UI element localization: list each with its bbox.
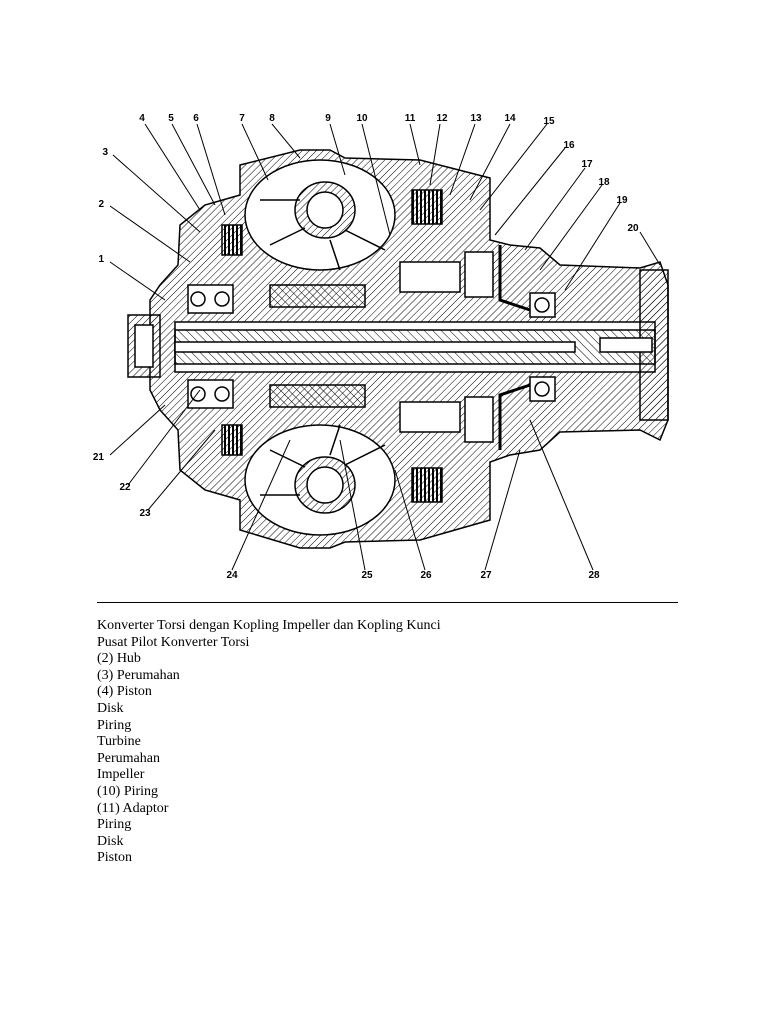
callout-1: 1 [98,254,104,265]
caption-line: Piston [97,850,133,866]
caption-line: (3) Perumahan [97,667,180,683]
callout-5: 5 [168,113,174,124]
caption-line: Perumahan [97,750,160,766]
caption-line: Disk [97,700,124,716]
callout-leader-lines [109,123,661,571]
callout-12: 12 [436,113,448,124]
housing-drawing [127,149,669,549]
callout-13: 13 [470,113,482,124]
caption-title: Konverter Torsi dengan Kopling Impeller … [97,618,441,633]
callout-numbers: 1 2 3 4 5 6 7 8 9 10 11 12 13 14 15 16 1… [93,113,639,581]
callout-27: 27 [480,570,492,581]
callout-28: 28 [588,570,600,581]
callout-19: 19 [616,195,628,206]
callout-25: 25 [361,570,373,581]
callout-26: 26 [420,570,432,581]
callout-24: 24 [226,570,238,581]
caption-line: (11) Adaptor [97,800,169,816]
callout-10: 10 [356,113,368,124]
callout-7: 7 [239,113,245,124]
callout-16: 16 [563,140,575,151]
caption-line: (2) Hub [97,651,141,667]
callout-14: 14 [504,113,516,124]
caption-line: Impeller [97,767,145,783]
separator-rule [97,602,678,603]
caption-line: Turbine [97,734,141,750]
caption-line: (4) Piston [97,684,152,700]
callout-8: 8 [269,113,275,124]
caption-line: Piring [97,717,132,733]
callout-20: 20 [627,223,639,234]
callout-22: 22 [119,482,131,493]
callout-4: 4 [139,113,145,124]
callout-23: 23 [139,508,151,519]
callout-2: 2 [98,199,104,210]
caption-line: Disk [97,833,124,849]
callout-15: 15 [543,116,555,127]
caption-block: Konverter Torsi dengan Kopling Impeller … [97,618,697,867]
caption-line: (10) Piring [97,783,159,799]
callout-18: 18 [598,177,610,188]
callout-17: 17 [581,159,593,170]
callout-11: 11 [405,113,416,124]
caption-line: Pusat Pilot Konverter Torsi [97,634,250,650]
callout-9: 9 [325,113,331,124]
callout-21: 21 [93,452,105,463]
torque-converter-diagram: 1 2 3 4 5 6 7 8 9 10 11 12 13 14 15 16 1… [93,113,669,581]
caption-line: Piring [97,817,132,833]
callout-6: 6 [193,113,199,124]
callout-3: 3 [102,147,108,158]
